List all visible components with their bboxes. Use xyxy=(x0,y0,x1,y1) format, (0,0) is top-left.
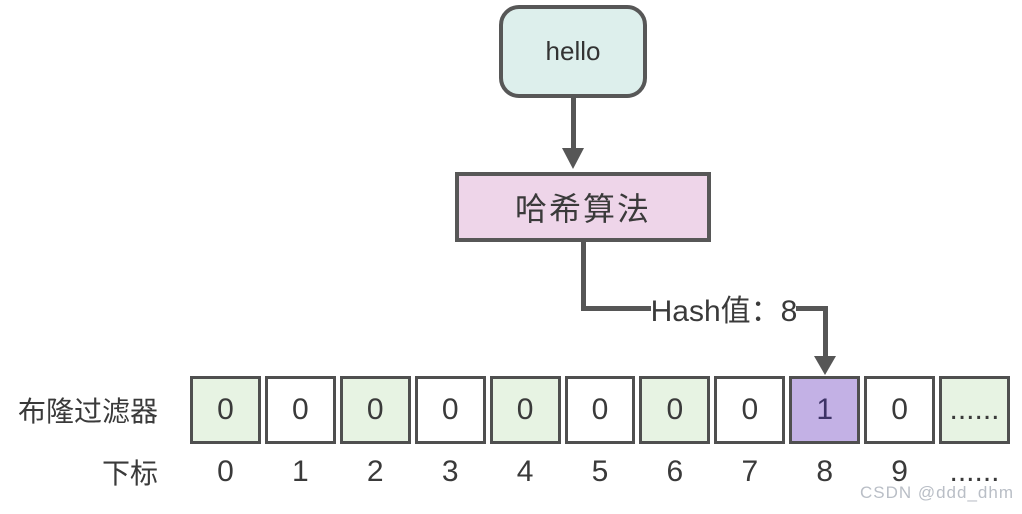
filter-cell-6: 0 xyxy=(639,376,711,444)
index-row: 0 1 2 3 4 5 6 7 8 9 ...... xyxy=(190,452,1010,492)
input-value-label: hello xyxy=(545,36,601,66)
filter-cell-5: 0 xyxy=(564,376,636,444)
hash-algorithm-node: 哈希算法 xyxy=(455,172,711,242)
index-label-2: 2 xyxy=(366,455,384,488)
filter-cell-2: 0 xyxy=(339,376,411,444)
index-label-9: 9 xyxy=(891,455,908,488)
hash-algorithm-label: 哈希算法 xyxy=(514,191,651,227)
hash-value-label: Hash值：8 xyxy=(650,295,798,328)
index-label-6: 6 xyxy=(666,455,684,488)
index-label-1: 1 xyxy=(292,455,309,488)
index-label-7: 7 xyxy=(741,455,759,488)
filter-cell-8-highlighted: 1 xyxy=(789,376,861,444)
index-label-0: 0 xyxy=(217,455,234,488)
index-label-5: 5 xyxy=(591,455,609,488)
hash-connector-horizontal-line-right xyxy=(796,306,828,311)
filter-cell-9: 0 xyxy=(864,376,936,444)
hash-connector-horizontal-line-left xyxy=(581,306,651,311)
hello-to-hash-arrowhead-icon xyxy=(562,148,584,169)
filter-cell-4: 0 xyxy=(489,376,561,444)
filter-cell-1: 0 xyxy=(264,376,336,444)
filter-cell-ellipsis: ...... xyxy=(939,376,1010,444)
filter-cell-row: 0 0 0 0 0 0 0 0 1 0 ...... xyxy=(190,376,1010,444)
hash-connector-vertical-line xyxy=(581,240,586,308)
filter-row-label: 布隆过滤器 xyxy=(17,396,158,427)
filter-cell-0: 0 xyxy=(190,376,261,444)
csdn-watermark: CSDN @ddd_dhm xyxy=(859,483,1014,502)
input-value-node: hello xyxy=(499,5,647,98)
index-label-ellipsis: ...... xyxy=(949,455,1000,488)
index-label-8: 8 xyxy=(816,455,834,488)
index-label-3: 3 xyxy=(441,455,459,488)
filter-cell-7: 0 xyxy=(714,376,786,444)
index-row-label: 下标 xyxy=(101,458,158,489)
hello-to-hash-arrow-line xyxy=(571,98,576,150)
index-label-4: 4 xyxy=(516,455,534,488)
hash-connector-drop-line xyxy=(823,306,828,358)
filter-cell-3: 0 xyxy=(414,376,486,444)
hash-to-cell-arrowhead-icon xyxy=(814,356,836,375)
